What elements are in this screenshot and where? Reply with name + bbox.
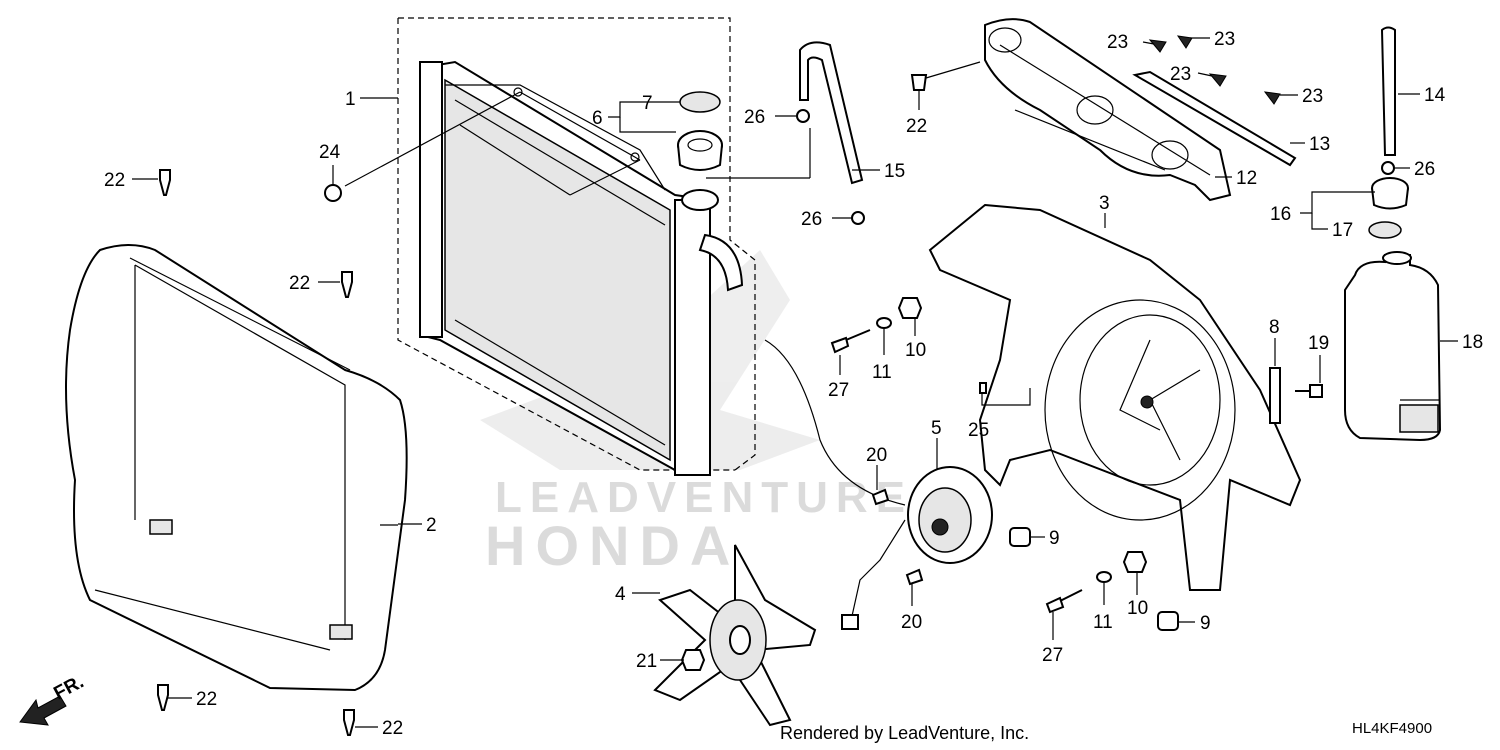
footer-credit: Rendered by LeadVenture, Inc.	[780, 723, 1029, 743]
nut-icon[interactable]	[680, 649, 706, 671]
clip-icon[interactable]	[343, 709, 355, 736]
cap-seal[interactable]	[679, 91, 721, 113]
callout-12[interactable]: 12	[1236, 168, 1257, 189]
callout-4[interactable]: 4	[615, 584, 626, 605]
clip-icon[interactable]	[910, 74, 928, 91]
bolt-icon[interactable]	[830, 329, 871, 354]
fan-blade[interactable]	[653, 544, 817, 727]
radiator-assembly[interactable]	[397, 17, 756, 477]
washer-icon[interactable]	[876, 317, 892, 329]
radiator-cap[interactable]	[677, 130, 723, 171]
clamp-icon[interactable]	[851, 211, 865, 225]
callout-7[interactable]: 7	[642, 93, 653, 114]
callout-17[interactable]: 17	[1332, 220, 1353, 241]
callout-26b[interactable]: 26	[801, 209, 822, 230]
callouts: 1 2 3 4 5 6 7 8 9 9 10 10 11 11 12 13 14…	[104, 29, 1483, 739]
front-arrow-icon	[19, 695, 67, 726]
shroud-strip[interactable]	[1269, 367, 1281, 424]
upper-guard[interactable]	[984, 18, 1232, 202]
overflow-hose[interactable]	[799, 41, 864, 185]
leader-lines	[132, 37, 1458, 728]
callout-3[interactable]: 3	[1099, 193, 1110, 214]
callout-2[interactable]: 2	[426, 515, 437, 536]
washer-icon[interactable]	[1096, 571, 1112, 583]
callout-20b[interactable]: 20	[901, 612, 922, 633]
callout-22b[interactable]: 22	[289, 273, 310, 294]
callout-22c[interactable]: 22	[196, 689, 217, 710]
callout-15[interactable]: 15	[884, 161, 905, 182]
diagram-code: HL4KF4900	[1352, 720, 1432, 737]
radiator-shroud[interactable]	[65, 244, 408, 692]
callout-9b[interactable]: 9	[1200, 613, 1211, 634]
callout-9a[interactable]: 9	[1049, 528, 1060, 549]
callout-25[interactable]: 25	[968, 420, 989, 441]
callout-23a[interactable]: 23	[1107, 32, 1128, 53]
clip-icon[interactable]	[1263, 91, 1281, 105]
callout-19[interactable]: 19	[1308, 333, 1329, 354]
reserve-cap-seal[interactable]	[1368, 221, 1402, 239]
callout-20a[interactable]: 20	[866, 445, 887, 466]
callout-18[interactable]: 18	[1462, 332, 1483, 353]
clip-icon[interactable]	[157, 684, 169, 711]
callout-23b[interactable]: 23	[1214, 29, 1235, 50]
callout-24[interactable]: 24	[319, 142, 341, 163]
fan-shroud[interactable]	[928, 203, 1302, 591]
clamp-icon[interactable]	[796, 109, 810, 123]
nut-icon[interactable]	[1122, 551, 1148, 573]
callout-26a[interactable]: 26	[744, 107, 765, 128]
callout-27a[interactable]: 27	[828, 380, 849, 401]
callout-11a[interactable]: 11	[872, 362, 892, 383]
callout-10b[interactable]: 10	[1127, 598, 1148, 619]
callout-11b[interactable]: 11	[1093, 612, 1113, 633]
callout-1[interactable]: 1	[345, 89, 356, 110]
callout-6[interactable]: 6	[592, 108, 603, 129]
front-indicator: FR.	[19, 672, 87, 726]
callout-10a[interactable]: 10	[905, 340, 926, 361]
watermark-line1: LEADVENTURE	[495, 473, 913, 522]
grommet-icon[interactable]	[1157, 611, 1179, 631]
callout-21[interactable]: 21	[636, 651, 657, 672]
bolt-icon[interactable]	[1045, 589, 1083, 614]
reserve-tank[interactable]	[1344, 251, 1442, 442]
callout-22e[interactable]: 22	[906, 116, 927, 137]
nut-icon[interactable]	[324, 184, 342, 202]
radiator-left-tank	[419, 61, 443, 338]
callout-26c[interactable]: 26	[1414, 159, 1435, 180]
fasteners	[157, 35, 1395, 736]
callout-23d[interactable]: 23	[1302, 86, 1323, 107]
watermark-line2: HONDA	[485, 514, 740, 577]
callout-8[interactable]: 8	[1269, 317, 1280, 338]
clip-icon[interactable]	[1208, 73, 1227, 87]
bolt-icon[interactable]	[871, 488, 890, 506]
reserve-hose[interactable]	[1380, 26, 1396, 156]
reserve-tank-cap[interactable]	[1371, 177, 1409, 210]
fan-motor[interactable]	[764, 339, 993, 630]
callout-23c[interactable]: 23	[1170, 64, 1191, 85]
callout-22d[interactable]: 22	[382, 718, 403, 739]
nut-icon[interactable]	[897, 297, 923, 319]
callout-16[interactable]: 16	[1270, 204, 1291, 225]
clip-icon[interactable]	[159, 169, 171, 196]
guard-plate[interactable]	[1132, 70, 1297, 167]
callout-22a[interactable]: 22	[104, 170, 125, 191]
callout-5[interactable]: 5	[931, 418, 942, 439]
callout-27b[interactable]: 27	[1042, 645, 1063, 666]
grommet-icon[interactable]	[1009, 527, 1031, 547]
bolt-icon[interactable]	[905, 568, 924, 586]
clip-icon[interactable]	[1176, 35, 1193, 49]
callout-13[interactable]: 13	[1309, 134, 1330, 155]
bolt-icon[interactable]	[1295, 384, 1323, 398]
clip-icon[interactable]	[341, 271, 353, 298]
clamp-icon[interactable]	[1381, 161, 1395, 175]
clip-icon[interactable]	[979, 382, 987, 394]
callout-14[interactable]: 14	[1424, 85, 1446, 106]
clip-icon[interactable]	[1148, 39, 1167, 53]
